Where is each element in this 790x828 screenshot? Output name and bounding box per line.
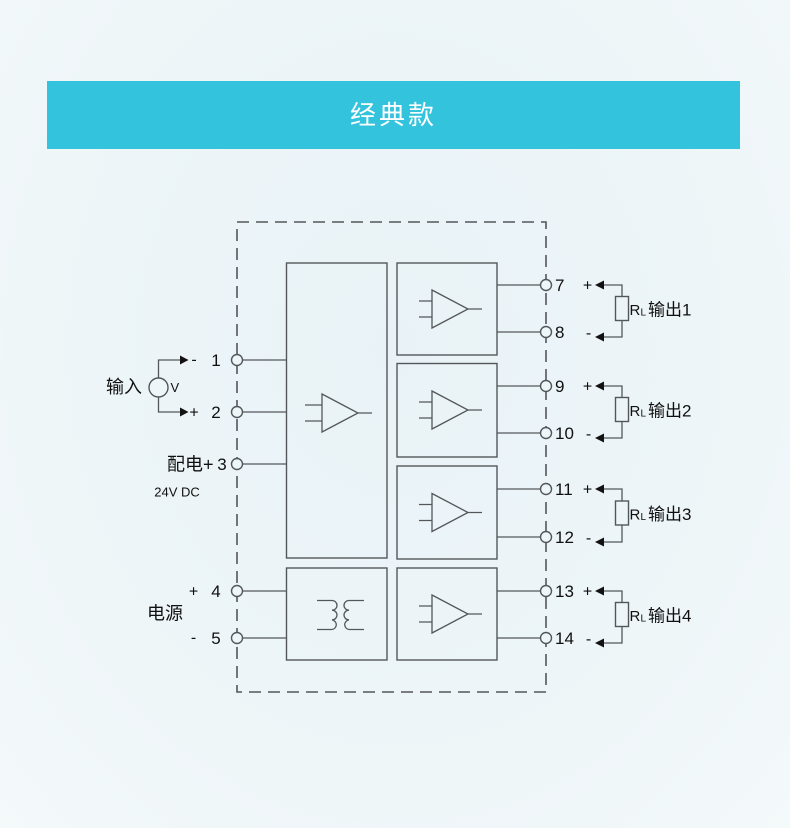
banner-title: 经典款 (349, 100, 437, 130)
input-label: 输入 (106, 377, 142, 397)
amp-block-4 (396, 567, 498, 661)
terminal-2-number: 2 (211, 403, 220, 422)
resistor-label: R (630, 507, 641, 524)
terminal-14 (539, 631, 553, 645)
terminal-3 (230, 457, 244, 471)
amplifier-icon (419, 492, 482, 533)
terminal-12 (539, 530, 553, 544)
load-resistor (614, 295, 630, 322)
minus-sign: - (586, 426, 591, 443)
isolation-boundary (236, 221, 547, 693)
terminal-13-number: 13 (555, 582, 574, 601)
terminal-11-number: 11 (555, 480, 573, 499)
terminal-8 (539, 325, 553, 339)
output-group-2: 9 + 10 - R L 输出2 (555, 377, 691, 443)
resistor-subscript: L (641, 512, 647, 523)
terminal-2-sign: + (189, 405, 198, 422)
output-3-label: 输出3 (648, 505, 691, 524)
resistor-label: R (630, 608, 641, 625)
arrow-left-icon (595, 586, 604, 596)
output-group-4: 13 + 14 - R L 输出4 (555, 582, 691, 648)
amplifier-icon (419, 288, 482, 330)
plus-sign: + (583, 278, 592, 295)
arrow-left-icon (595, 484, 604, 494)
output-4-label: 输出4 (648, 607, 691, 626)
terminal-9-number: 9 (555, 377, 564, 396)
transformer-icon (317, 599, 364, 631)
arrow-left-icon (595, 280, 604, 290)
output-1-label: 输出1 (648, 301, 691, 320)
plus-sign: + (583, 482, 592, 499)
load-resistor (614, 500, 630, 526)
terminal-8-number: 8 (555, 323, 564, 342)
arrow-left-icon (595, 381, 604, 391)
resistor-subscript: L (641, 308, 647, 319)
terminal-11 (539, 482, 553, 496)
amp-block-3 (396, 465, 498, 560)
terminal-9 (539, 379, 553, 393)
load-resistor (614, 396, 630, 423)
arrow-left-icon (595, 537, 604, 547)
voltage-source-label: V (171, 380, 180, 395)
arrow-left-icon (595, 433, 604, 443)
terminal-14-number: 14 (555, 629, 574, 648)
power-label: 电源 (147, 604, 183, 624)
amplifier-icon (419, 593, 482, 635)
amplifier-icon (305, 392, 372, 434)
plus-sign: + (583, 379, 592, 396)
terminal-10 (539, 426, 553, 440)
load-resistor (614, 601, 630, 628)
output-2-label: 输出2 (648, 402, 691, 421)
distribution-voltage: 24V DC (154, 485, 200, 500)
voltage-source (148, 355, 189, 417)
minus-sign: - (586, 530, 591, 547)
arrow-left-icon (595, 332, 604, 342)
amplifier-icon (419, 389, 482, 431)
terminal-3-number: 3 (217, 455, 226, 474)
terminal-4-number: 4 (211, 582, 220, 601)
terminal-1-sign: - (191, 352, 196, 369)
terminal-2 (230, 405, 244, 419)
title-banner: 经典款 (47, 81, 740, 149)
terminal-10-number: 10 (555, 424, 574, 443)
terminal-4-sign: + (189, 584, 198, 601)
terminal-12-number: 12 (555, 528, 574, 547)
minus-sign: - (586, 325, 591, 342)
output-group-1: 7 + 8 - R L 输出1 (555, 276, 691, 342)
arrow-left-icon (595, 638, 604, 648)
transformer-block (285, 567, 388, 661)
terminal-5 (230, 631, 244, 645)
amp-block-1 (396, 262, 498, 356)
terminal-4 (230, 584, 244, 598)
plus-sign: + (583, 584, 592, 601)
distribution-label: 配电+ (167, 455, 214, 475)
amp-block-2 (396, 362, 498, 458)
resistor-subscript: L (641, 409, 647, 420)
terminal-5-sign: - (191, 630, 196, 647)
terminal-1-number: 1 (211, 351, 220, 370)
terminal-7-number: 7 (555, 276, 564, 295)
voltage-source-circle (148, 377, 169, 398)
arrow-right-icon (180, 355, 189, 365)
output-group-3: 11 + 12 - R L 输出3 (555, 480, 691, 547)
arrow-right-icon (180, 407, 189, 417)
terminal-13 (539, 584, 553, 598)
terminal-5-number: 5 (211, 629, 220, 648)
resistor-label: R (630, 302, 641, 319)
main-isolator-block (285, 262, 388, 559)
terminal-1 (230, 353, 244, 367)
resistor-label: R (630, 403, 641, 420)
terminal-7 (539, 278, 553, 292)
minus-sign: - (586, 631, 591, 648)
resistor-subscript: L (641, 614, 647, 625)
